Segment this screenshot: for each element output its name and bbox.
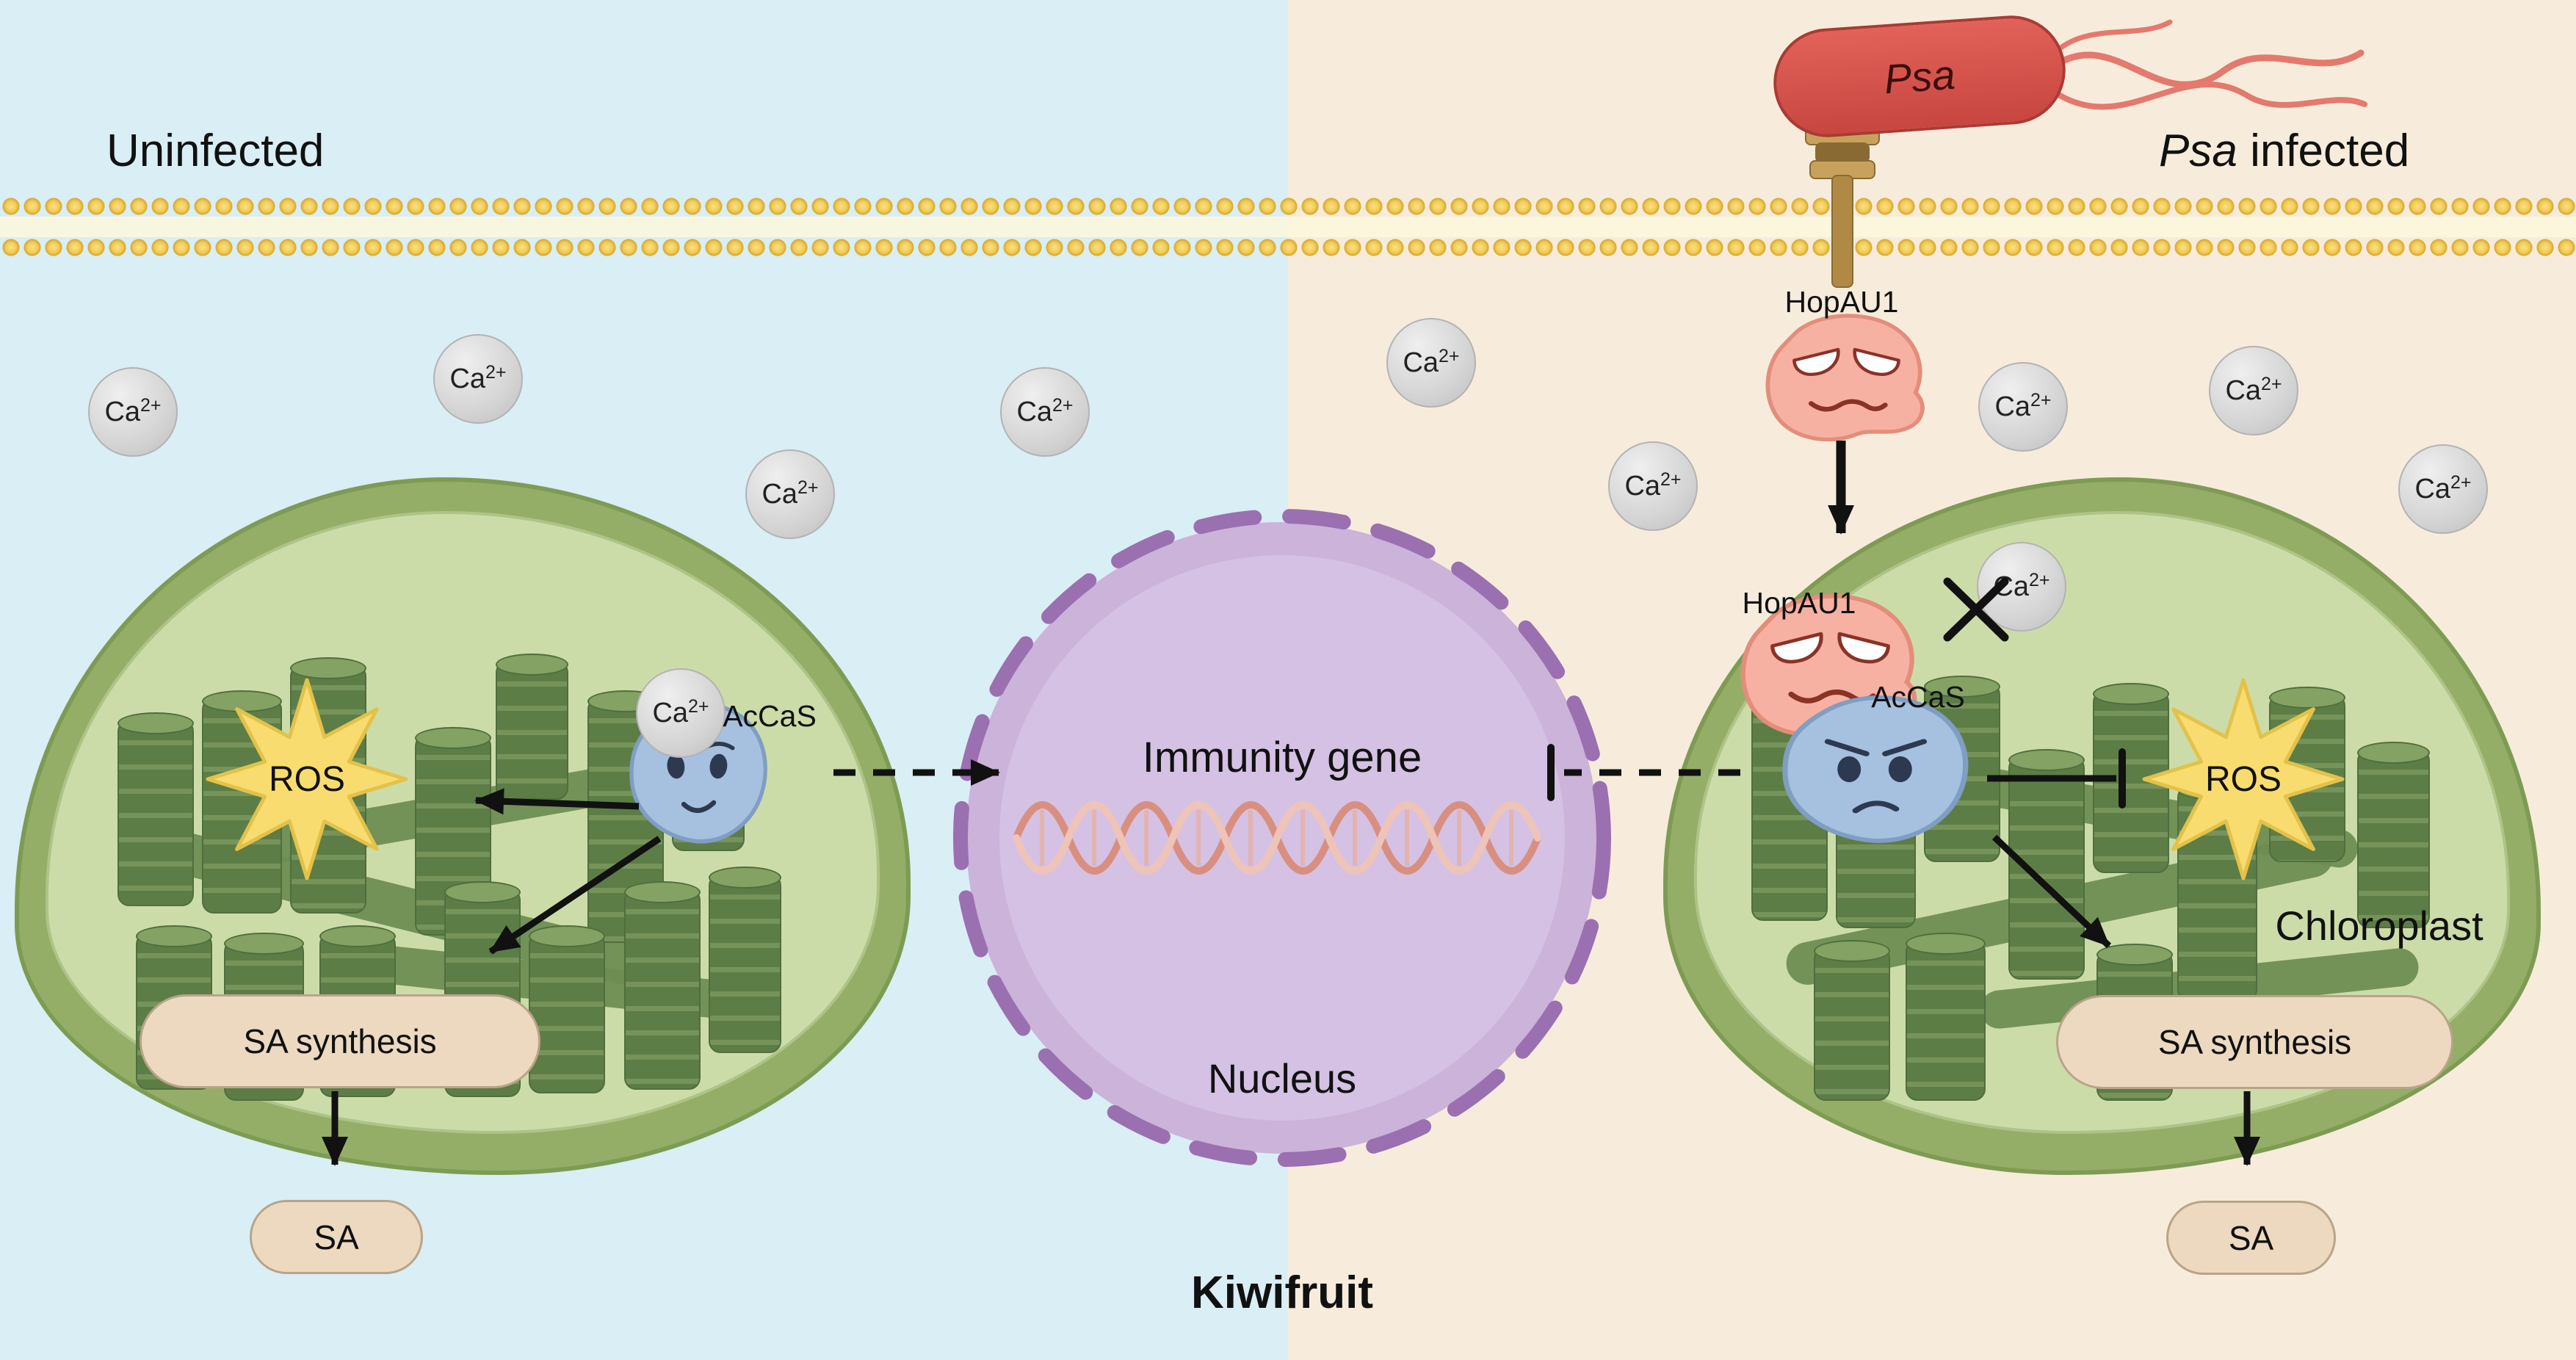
heading-psa-italic: Psa: [2159, 126, 2237, 176]
sa-label-right: SA: [2228, 1218, 2274, 1257]
hopau1-label-bound: HopAU1: [1742, 586, 1856, 620]
granum: [496, 654, 568, 800]
granum: [117, 712, 194, 906]
chloroplast-label: Chloroplast: [2275, 903, 2483, 949]
ros-star-shape: [206, 678, 408, 880]
accas-label-bound: AcCaS: [1871, 680, 1965, 714]
bacterium-psa-label: Psa: [1882, 51, 1957, 102]
angry-eyebrow: [1824, 739, 1870, 756]
plasma-membrane: [0, 195, 2576, 258]
dna-helix: [1013, 801, 1541, 875]
granum: [2357, 742, 2430, 928]
eye: [709, 753, 728, 779]
nuclear-envelope: [953, 509, 1611, 1167]
membrane-bead-row-top: [0, 195, 2576, 217]
granum: [1906, 933, 1986, 1101]
accas-label-left: AcCaS: [723, 699, 817, 733]
ros-star-shape: [2142, 678, 2345, 880]
sa-synthesis-label-left: SA synthesis: [243, 1022, 437, 1060]
accas-protein-bound: [1782, 695, 1969, 843]
sa-synthesis-pill-right: SA synthesis: [2056, 995, 2453, 1089]
hopau1-effector-free: [1765, 314, 1925, 442]
evil-eye: [1853, 347, 1900, 376]
granum: [709, 867, 781, 1053]
membrane-core: [0, 217, 2576, 237]
smile-mouth: [681, 800, 717, 814]
evil-eye: [1792, 347, 1840, 376]
eye: [667, 753, 685, 779]
dna-strand-2: [1013, 801, 1541, 875]
sa-synthesis-pill-left: SA synthesis: [140, 994, 540, 1088]
evil-mouth: [1808, 399, 1888, 412]
ros-label-left: ROS: [268, 759, 345, 799]
nucleus-label: Nucleus: [1207, 1055, 1357, 1102]
ros-burst-right: ROS: [2133, 669, 2354, 889]
granum: [1814, 940, 1890, 1101]
t3ss-mid-disc: [1815, 142, 1870, 163]
ros-label-right: ROS: [2204, 759, 2282, 799]
eye: [1837, 756, 1862, 783]
bacterium-psa: Psa: [1770, 12, 2069, 141]
sa-synthesis-label-right: SA synthesis: [2157, 1023, 2352, 1061]
angry-eyebrow: [1882, 739, 1928, 756]
heading-psa-infected: Psa infected: [2159, 125, 2409, 177]
immunity-gene-label: Immunity gene: [1142, 734, 1422, 781]
granum: [2008, 749, 2085, 980]
nucleus-inner: [999, 555, 1565, 1121]
heading-uninfected: Uninfected: [106, 126, 325, 176]
heading-infected-rest: infected: [2237, 126, 2410, 176]
hopau1-label-free: HopAU1: [1784, 285, 1899, 319]
membrane-bead-row-bottom: [0, 236, 2576, 258]
frown-mouth: [1852, 800, 1900, 814]
sa-label-left: SA: [314, 1218, 359, 1256]
evil-eye: [1770, 632, 1823, 664]
sa-pill-left: SA: [250, 1200, 423, 1274]
ros-burst-left: ROS: [197, 669, 417, 889]
sa-pill-right: SA: [2166, 1201, 2336, 1275]
kiwifruit-label: Kiwifruit: [1191, 1267, 1373, 1318]
evil-eye: [1837, 632, 1890, 664]
nucleus: [953, 509, 1611, 1167]
eye: [1888, 756, 1912, 783]
granum: [529, 925, 605, 1093]
granum: [624, 881, 701, 1090]
psa-flagella: [2045, 19, 2367, 110]
t3ss-needle: [1831, 175, 1853, 288]
